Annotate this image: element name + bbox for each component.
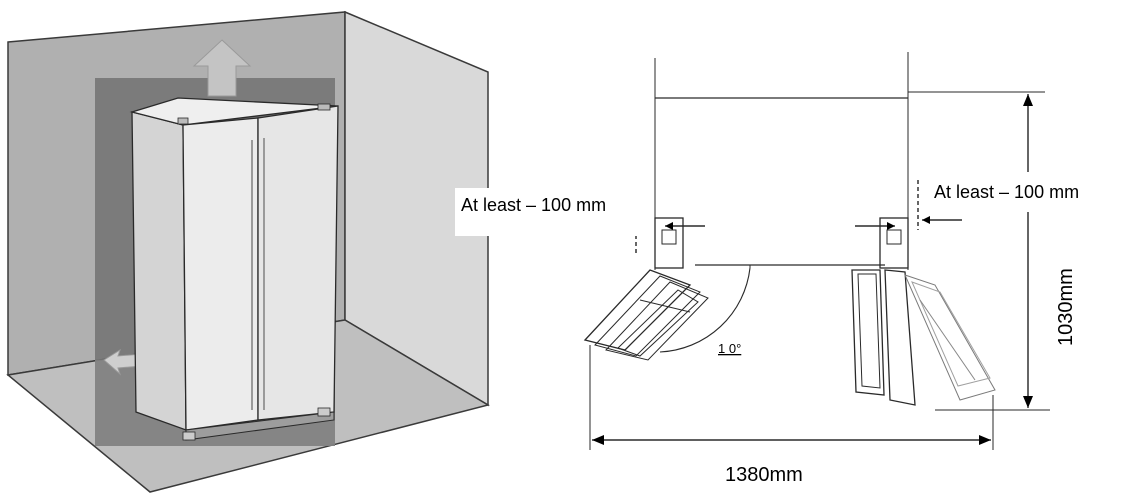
left-clearance-label: At least – 100 mm [461, 195, 606, 215]
right-clearance-arrowhead-in [922, 216, 930, 224]
right-clearance-label: At least – 100 mm [934, 182, 1079, 202]
width-label: 1380mm [725, 464, 803, 486]
right-label-box [928, 172, 1116, 212]
left-hinge-block [654, 217, 684, 269]
depth-label: 1030mm [1055, 268, 1077, 346]
left-door-open [583, 269, 709, 361]
fridge-hinge [177, 117, 189, 125]
right-clearance-arrowhead [887, 222, 895, 230]
right-hinge-inner [886, 229, 902, 245]
left-label-box [455, 188, 653, 236]
swing-angle-arc [659, 267, 751, 353]
room-illustration [6, 10, 490, 493]
fridge-side [131, 111, 187, 431]
depth-arrow-bottom [1023, 396, 1033, 408]
fridge [129, 97, 339, 441]
left-clearance-arrowhead-in [665, 222, 673, 230]
angle-label: 1 0° [718, 341, 741, 356]
right-door-open [851, 269, 996, 406]
fridge-foot [182, 431, 196, 441]
fridge-right-door [257, 105, 339, 421]
depth-arrow-top [1023, 94, 1033, 106]
fridge-foot [317, 407, 331, 417]
left-hinge-inner [661, 229, 677, 245]
width-arrow-left [592, 435, 604, 445]
right-hinge-block [879, 217, 909, 269]
fridge-hinge [317, 103, 331, 111]
up-arrow-icon [192, 39, 252, 97]
fridge-left-door [182, 117, 259, 431]
width-arrow-right [979, 435, 991, 445]
plan-view-diagram: At least – 100 mm At least – 100 mm 1 0°… [455, 52, 1116, 486]
